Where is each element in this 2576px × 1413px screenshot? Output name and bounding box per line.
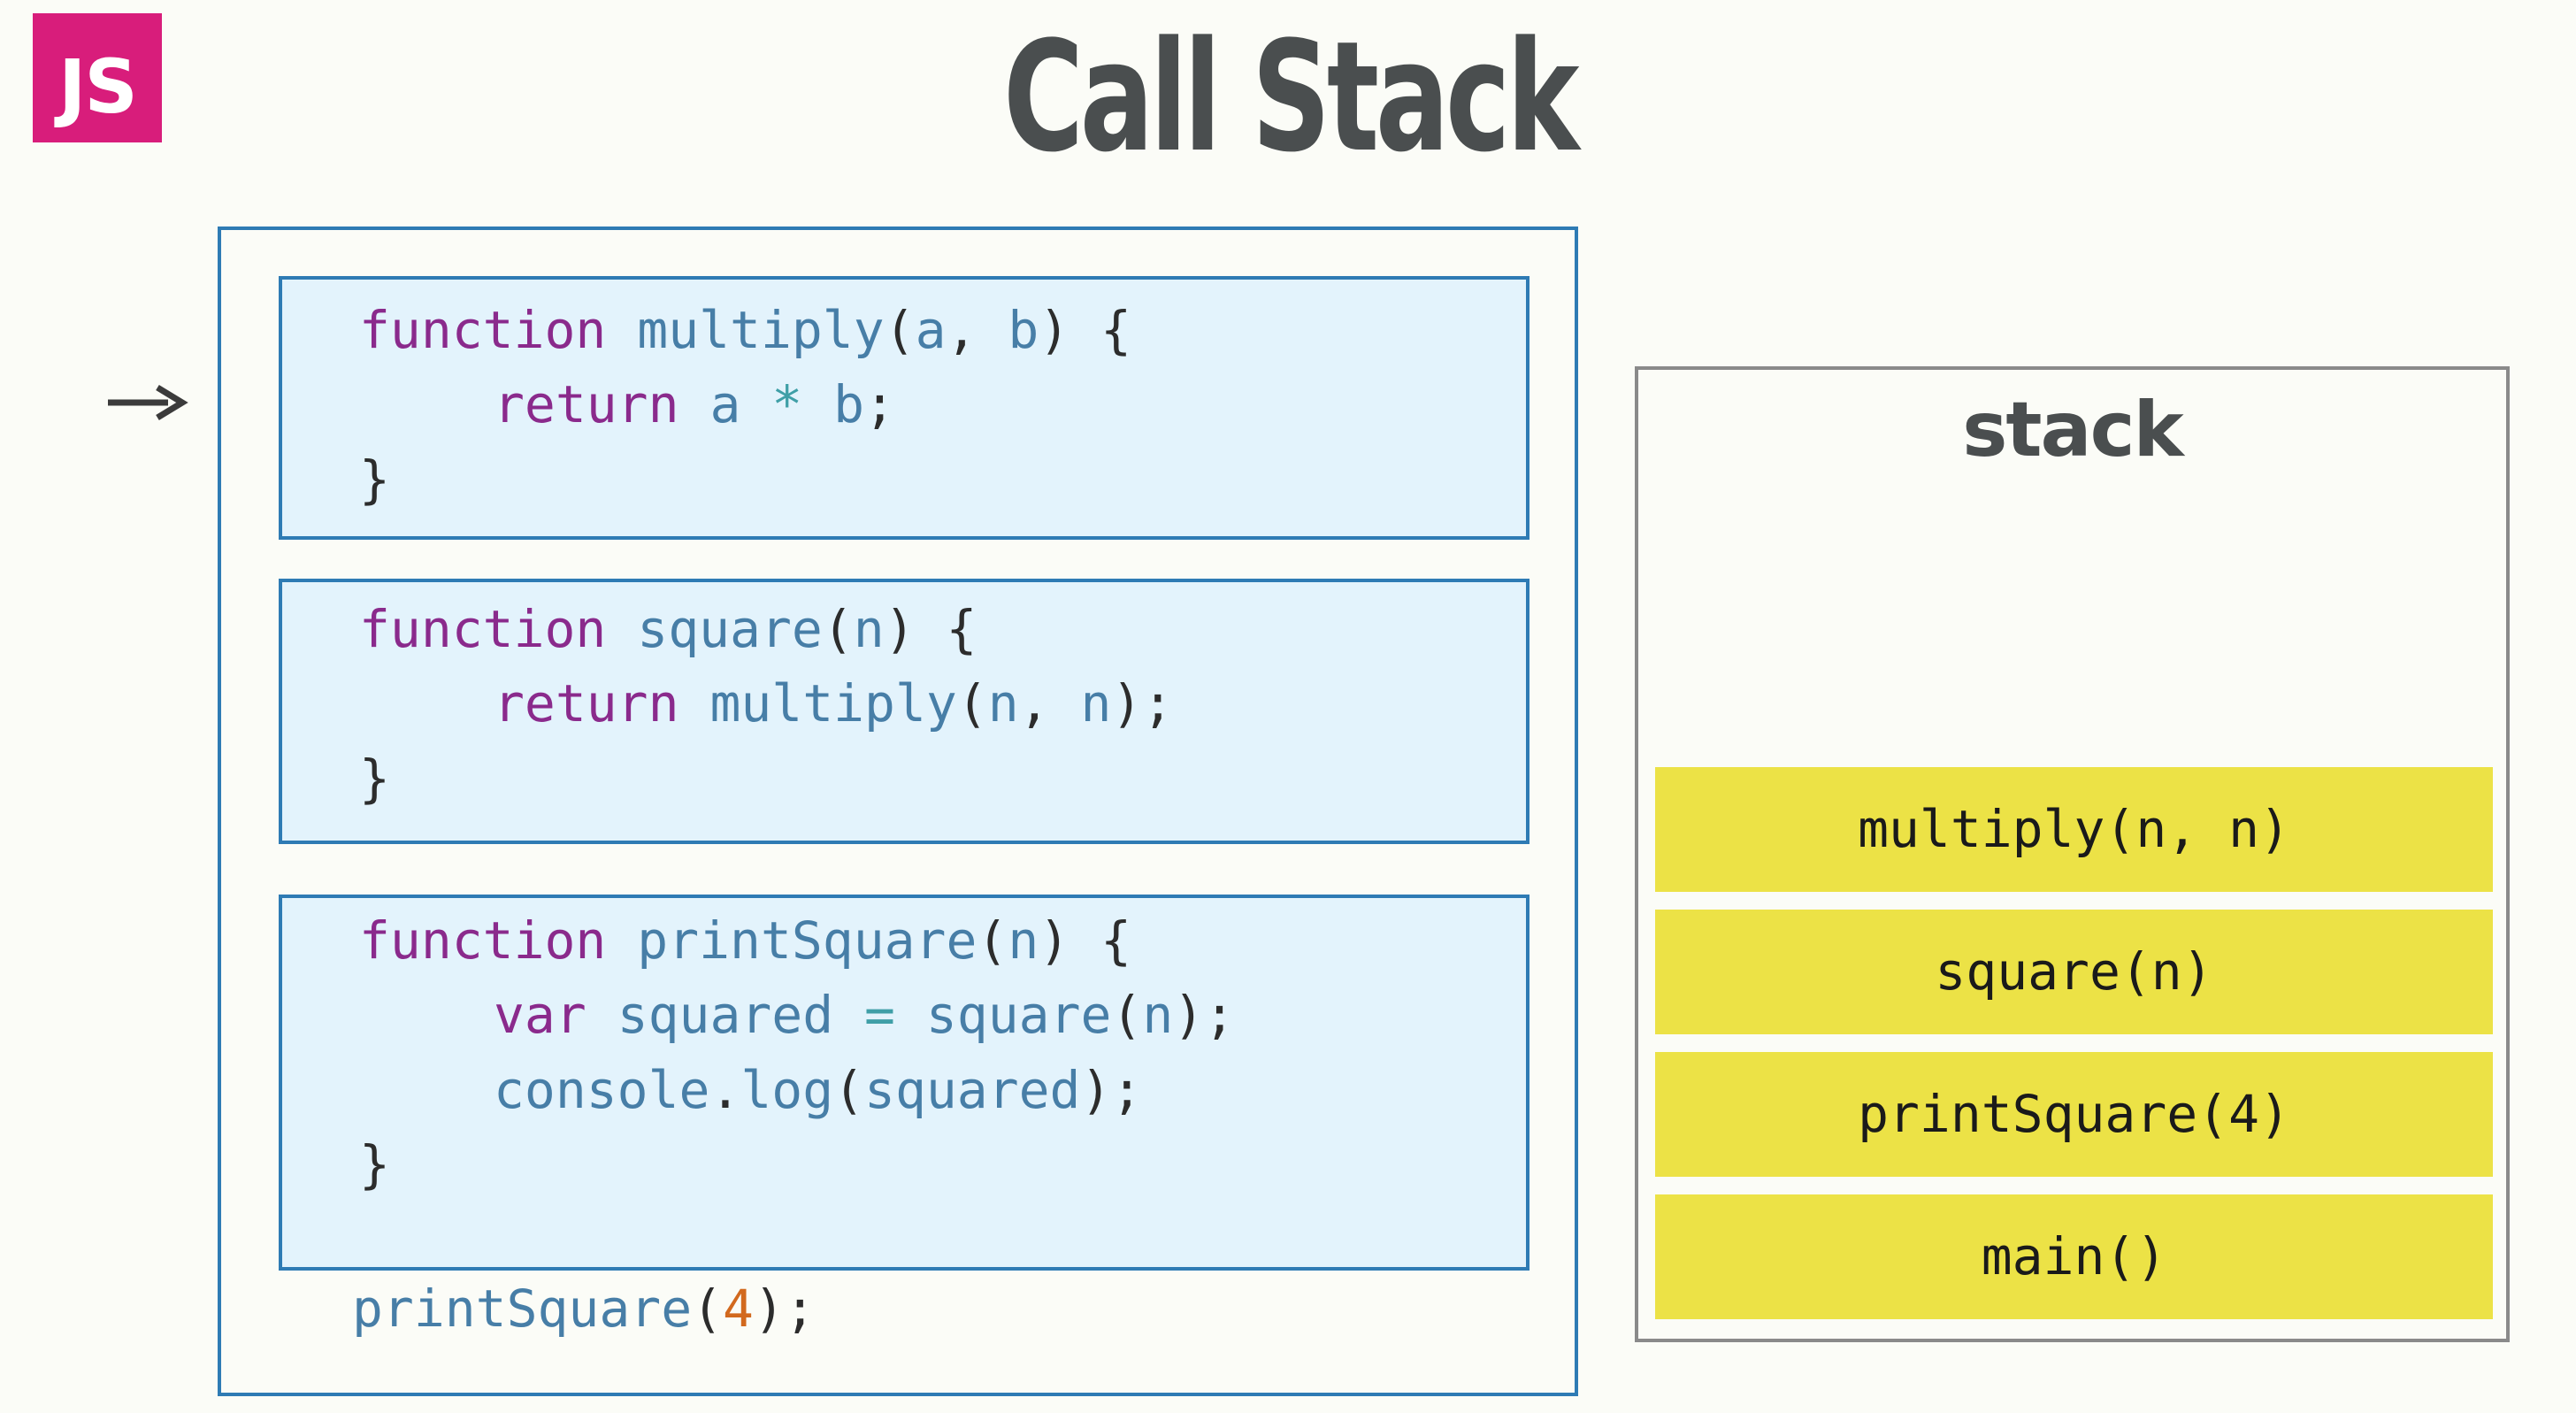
code-line: function printSquare(n) { xyxy=(359,910,1131,971)
stack-frame: printSquare(4) xyxy=(1655,1052,2493,1177)
code-line: console.log(squared); xyxy=(494,1060,1143,1120)
code-line: return a * b; xyxy=(494,374,895,434)
square-function-box: function square(n) { return multiply(n, … xyxy=(279,579,1530,844)
printsquare-function-box: function printSquare(n) { var squared = … xyxy=(279,895,1530,1271)
call-stack-panel: stack multiply(n, n) square(n) printSqua… xyxy=(1635,366,2510,1342)
js-logo-text: JS xyxy=(58,43,138,130)
stack-title: stack xyxy=(1962,386,2184,474)
code-panel: function multiply(a, b) { return a * b; … xyxy=(218,227,1578,1396)
code-line: } xyxy=(359,449,390,510)
stack-frame: multiply(n, n) xyxy=(1655,767,2493,892)
code-line: } xyxy=(359,749,390,809)
stack-frame: main() xyxy=(1655,1194,2493,1319)
page-title: Call Stack xyxy=(1003,8,1579,186)
code-line: function multiply(a, b) { xyxy=(359,300,1132,360)
printsquare-invocation: printSquare(4); xyxy=(352,1279,816,1339)
code-line: return multiply(n, n); xyxy=(494,673,1174,733)
code-line: function square(n) { xyxy=(359,599,978,659)
current-line-arrow-icon xyxy=(108,385,188,420)
multiply-function-box: function multiply(a, b) { return a * b; … xyxy=(279,276,1530,540)
stack-frame: square(n) xyxy=(1655,910,2493,1034)
code-line: var squared = square(n); xyxy=(494,985,1236,1045)
js-logo: JS xyxy=(33,13,162,142)
code-line: } xyxy=(359,1134,390,1194)
